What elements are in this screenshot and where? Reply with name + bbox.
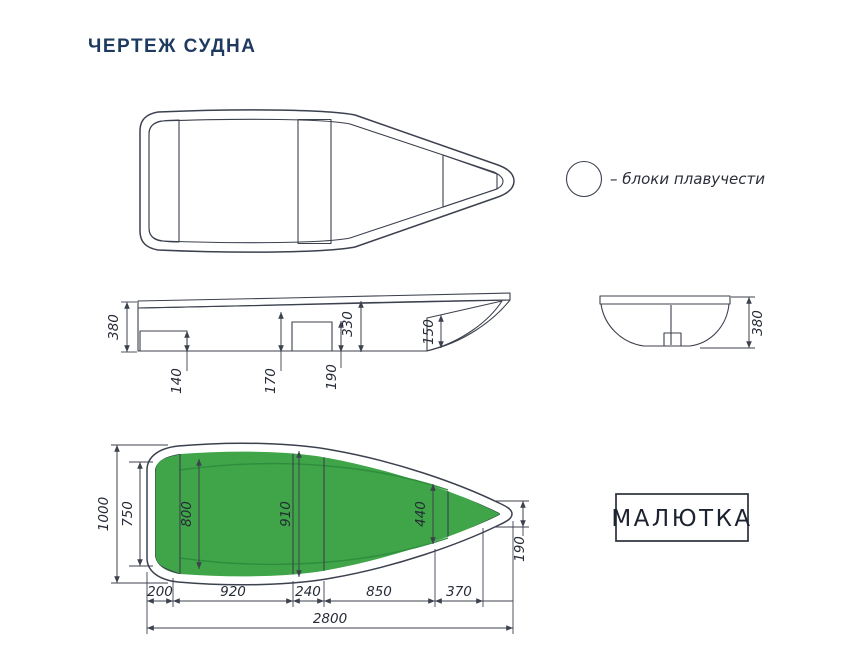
plan-vertical-dimensions: 1000 750 800 910 440 190 xyxy=(96,444,529,584)
dim-text-190: 190 xyxy=(324,364,340,390)
top-view-hull-outer xyxy=(139,109,515,253)
model-plate-name: МАЛЮТКА xyxy=(611,506,752,532)
dim-text-850: 850 xyxy=(366,584,392,600)
side-hull-body xyxy=(137,299,511,352)
dim-text-1000: 1000 xyxy=(96,497,112,531)
dim-text-380: 380 xyxy=(750,310,766,336)
model-plate-frame xyxy=(615,493,749,542)
plan-buoyancy-mid xyxy=(292,451,325,577)
model-plate: МАЛЮТКА xyxy=(611,493,752,542)
dim-text-170: 170 xyxy=(263,368,279,394)
transom-keel-notch xyxy=(663,332,682,347)
transom-dimensions: 380 xyxy=(700,296,766,349)
dim-text-2800: 2800 xyxy=(313,611,347,627)
side-buoyancy-bow xyxy=(426,300,503,352)
plan-chine-bottom xyxy=(179,537,449,566)
side-view-dimensions: 380 140 170 190 330 150 xyxy=(106,301,444,394)
plan-hull-inner xyxy=(155,451,500,577)
buoyancy-block-mid-hatch xyxy=(297,118,332,245)
plan-chine-top xyxy=(179,462,449,491)
dim-text-240: 240 xyxy=(295,584,321,600)
plan-horizontal-dimensions: 200 920 240 850 370 2800 xyxy=(146,521,514,634)
dim-text-200: 200 xyxy=(147,584,173,600)
side-view: 380 140 170 190 330 150 xyxy=(106,292,511,394)
legend-hatch-icon xyxy=(565,160,603,198)
dim-text-380: 380 xyxy=(106,314,122,340)
buoyancy-block-stern-hatch xyxy=(148,119,180,243)
side-buoyancy-mid xyxy=(291,321,333,352)
page-title: ЧЕРТЕЖ СУДНА xyxy=(88,36,257,57)
dim-text-150: 150 xyxy=(421,319,437,345)
dim-text-440: 440 xyxy=(413,501,429,527)
legend: – блоки плавучести xyxy=(565,160,765,198)
dim-text-750: 750 xyxy=(120,501,136,527)
side-gunwale-band xyxy=(137,292,511,309)
dim-text-370: 370 xyxy=(446,584,472,600)
buoyancy-block-bow-hatch xyxy=(442,154,498,208)
transom-view: 380 xyxy=(599,295,766,349)
legend-label: – блоки плавучести xyxy=(610,170,765,188)
plan-view: 1000 750 800 910 440 190 xyxy=(96,442,529,634)
transom-body xyxy=(600,303,730,347)
dim-text-140: 140 xyxy=(169,368,185,394)
transom-gunwale-band xyxy=(599,295,731,305)
side-buoyancy-stern xyxy=(139,330,188,352)
dim-text-920: 920 xyxy=(220,584,246,600)
top-view-hull-inner xyxy=(148,118,504,244)
plan-hull-outer xyxy=(146,442,513,586)
dim-text-910: 910 xyxy=(278,501,294,527)
top-view xyxy=(139,109,515,253)
dim-text-800: 800 xyxy=(179,501,195,527)
dim-text-330: 330 xyxy=(340,311,356,337)
dim-text-190: 190 xyxy=(512,536,528,562)
